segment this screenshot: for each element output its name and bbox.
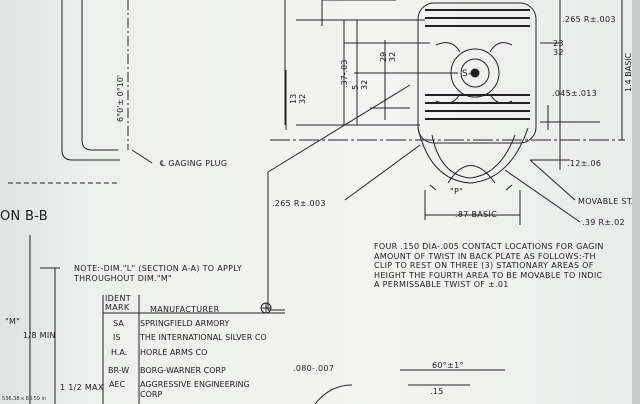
ident-mark: H.A. bbox=[111, 348, 128, 357]
dim-37: .37-.03 bbox=[340, 59, 349, 88]
gaging-plug-label: ℄ GAGING PLUG bbox=[160, 159, 228, 168]
manufacturer-name: BORG-WARNER CORP bbox=[140, 366, 226, 375]
gaging-plug-outline bbox=[61, 0, 120, 161]
table-header-manufacturer: MANUFACTURER bbox=[150, 305, 220, 314]
dim-29-32: 29 32 bbox=[379, 51, 397, 62]
dim-39: .39 R±.02 bbox=[582, 218, 625, 227]
dim-87: .87 BASIC bbox=[455, 210, 497, 219]
dim-13-32: 13 32 bbox=[289, 93, 307, 104]
dim-5-32: 5 32 bbox=[351, 79, 369, 90]
dim-23-32: 23 32 bbox=[553, 39, 564, 57]
dim-6deg: 6°0'± 0°10' bbox=[116, 74, 125, 122]
dim-265-left: .265 R±.003 bbox=[272, 199, 326, 208]
contact-note: FOUR .150 DIA-.005 CONTACT LOCATIONS FOR… bbox=[374, 242, 604, 290]
dim-080: .080-.007 bbox=[293, 364, 335, 373]
manufacturer-name: HORLE ARMS CO bbox=[140, 348, 208, 357]
table-header-ident: IDENT MARK bbox=[105, 294, 131, 312]
screen-edge bbox=[632, 0, 640, 404]
manufacturer-name: SPRINGFIELD ARMORY bbox=[140, 319, 230, 328]
dim-265-top: .265 R±.003 bbox=[562, 15, 616, 24]
footer-scale: 536.38 x 83.59 in bbox=[2, 396, 47, 402]
movable-sta-label: MOVABLE STA bbox=[578, 197, 638, 206]
m-label: "M" bbox=[5, 317, 21, 326]
manufacturer-name: THE INTERNATIONAL SILVER CO bbox=[140, 333, 267, 342]
dim-15: .15 bbox=[430, 387, 444, 396]
manufacturer-name: AGGRESSIVE ENGINEERING CORP bbox=[140, 380, 250, 399]
ident-mark: IS bbox=[113, 333, 121, 342]
dim-60deg: 60°±1° bbox=[432, 361, 464, 370]
max-label: 1 1/2 MAX bbox=[60, 383, 104, 392]
min-label: 1/8 MIN bbox=[23, 331, 56, 340]
label-p: "P" bbox=[450, 187, 464, 196]
dim-l-note: NOTE:-DIM."L" (SECTION A-A) TO APPLY THR… bbox=[74, 264, 243, 284]
ident-mark: SA bbox=[113, 319, 124, 328]
ident-mark: AEC bbox=[109, 380, 126, 389]
dim-045: .045±.013 bbox=[552, 89, 598, 98]
center-label: S-A bbox=[462, 69, 478, 79]
dim-12: .12±.06 bbox=[567, 159, 602, 168]
ident-mark: BR-W bbox=[108, 366, 130, 375]
section-bb-label: ON B-B bbox=[0, 209, 48, 224]
